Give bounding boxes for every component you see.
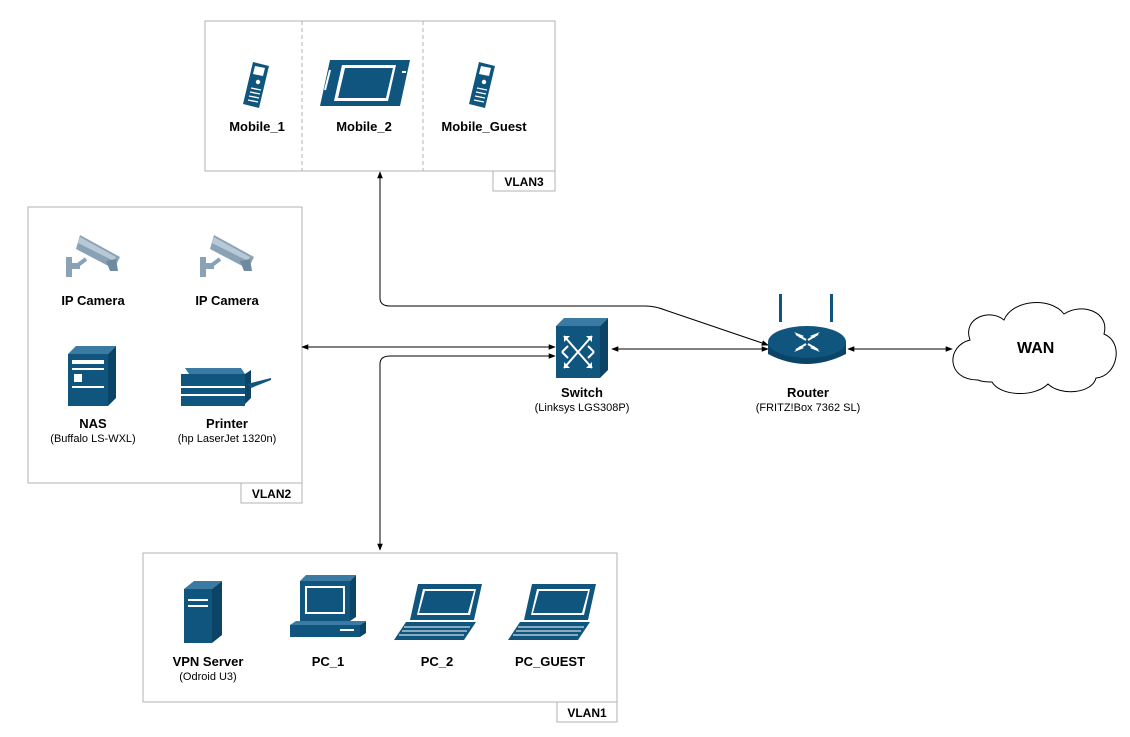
device-name: IP Camera [61,293,125,308]
device-name: Switch [561,385,603,400]
link-switch-vlan1 [377,353,556,551]
connections [301,171,953,551]
security-camera-icon [200,235,254,277]
device-pc-guest: PC_GUEST [515,654,585,670]
printer-icon [181,368,271,406]
device-model: (Odroid U3) [179,671,237,683]
tablet-icon [320,60,410,106]
mobile-phone-icon [243,62,269,108]
device-mobile-guest: Mobile_Guest [441,119,526,135]
vlan2-label: VLAN2 [251,487,292,501]
link-router-vlan3 [377,171,769,346]
device-name: Mobile_Guest [441,119,527,134]
device-model: (hp LaserJet 1320n) [177,433,277,445]
tower-server-icon [184,581,222,643]
device-pc-1: PC_1 [312,654,345,670]
security-camera-icon [66,235,120,277]
device-nas: NAS (Buffalo LS-WXL) [50,416,135,446]
device-name: PC_1 [311,654,345,669]
cloud-icon [952,302,1117,395]
device-mobile-1: Mobile_1 [229,119,285,135]
nas-server-icon [68,346,116,406]
device-ip-camera-2: IP Camera [195,293,258,309]
device-router: Router (FRITZ!Box 7362 SL) [756,385,861,415]
device-name: Mobile_1 [229,119,285,134]
vlan3-label: VLAN3 [504,175,544,189]
desktop-computer-icon [290,575,366,637]
device-name: VPN Server [172,654,244,669]
wan-label: WAN [1017,340,1055,357]
device-model: (FRITZ!Box 7362 SL) [755,402,861,414]
laptop-icon [394,584,482,640]
device-name: Printer [206,416,248,431]
switch-icon [556,318,608,378]
device-pc-2: PC_2 [421,654,454,670]
device-name: PC_GUEST [514,654,586,669]
device-name: PC_2 [420,654,454,669]
vlan1-label: VLAN1 [567,706,607,720]
router-icon [768,294,846,364]
device-model: (Linksys LGS308P) [534,402,630,414]
device-model: (Buffalo LS-WXL) [50,433,136,445]
device-printer: Printer (hp LaserJet 1320n) [178,416,276,446]
mobile-phone-icon [469,62,495,108]
device-name: NAS [79,416,107,431]
device-mobile-2: Mobile_2 [336,119,392,135]
device-name: Mobile_2 [336,119,392,134]
vlan2-container [27,206,303,504]
device-vpn-server: VPN Server (Odroid U3) [173,654,244,684]
device-name: IP Camera [195,293,259,308]
device-ip-camera-1: IP Camera [61,293,124,309]
device-switch: Switch (Linksys LGS308P) [535,385,630,415]
device-name: Router [787,385,829,400]
laptop-icon [508,584,596,640]
